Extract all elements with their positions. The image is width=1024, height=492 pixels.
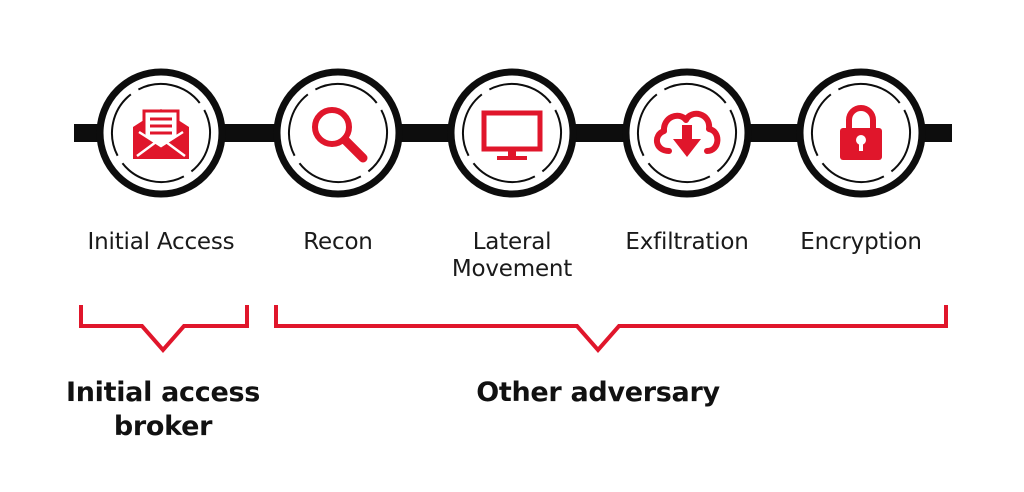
- padlock-icon: [840, 105, 882, 160]
- stage-label-line: Initial Access: [87, 229, 235, 255]
- group-label-other-adversary: Other adversary: [438, 376, 758, 410]
- stage-label-lateral-movement: Lateral Movement: [422, 229, 602, 283]
- cloud-download-icon: [654, 110, 721, 157]
- stage-label-initial-access: Initial Access: [61, 229, 261, 256]
- stage-label-line: Recon: [303, 229, 373, 255]
- group-label-line: Initial access: [65, 377, 261, 408]
- stage-label-exfiltration: Exfiltration: [597, 229, 777, 256]
- stage-label-line: Encryption: [800, 229, 922, 255]
- magnifier-icon: [312, 107, 368, 163]
- group-label-initial-access-broker: Initial access broker: [48, 376, 278, 444]
- bracket-initial-access-broker: [79, 305, 249, 354]
- envelope-icon: [133, 109, 189, 159]
- monitor-icon: [481, 110, 543, 160]
- stage-label-line: Lateral: [472, 229, 552, 255]
- bracket-other-adversary: [274, 305, 948, 354]
- group-label-line: Other adversary: [476, 377, 720, 408]
- stage-label-line: Exfiltration: [625, 229, 749, 255]
- stage-label-recon: Recon: [248, 229, 428, 256]
- stage-node-encryption: [796, 68, 926, 198]
- stage-node-exfiltration: [622, 68, 752, 198]
- stage-label-line: Movement: [451, 256, 573, 282]
- group-label-line: broker: [113, 411, 213, 442]
- stage-node-lateral-movement: [447, 68, 577, 198]
- stage-node-initial-access: [96, 68, 226, 198]
- stage-label-encryption: Encryption: [771, 229, 951, 256]
- stage-node-recon: [273, 68, 403, 198]
